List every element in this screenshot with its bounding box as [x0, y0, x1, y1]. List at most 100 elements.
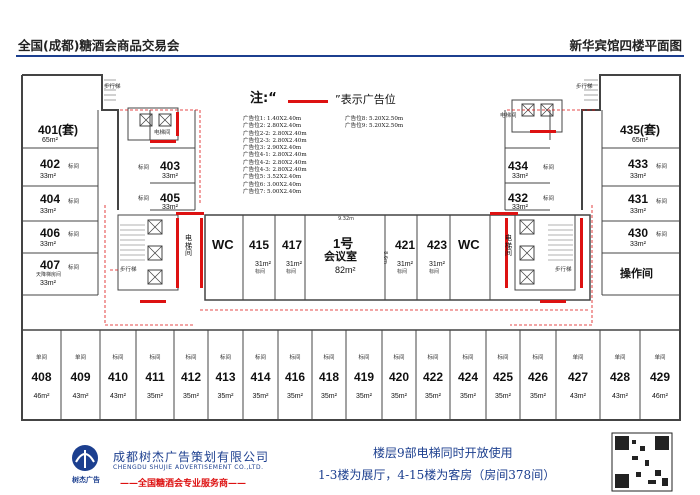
room-402-type: 标间 [68, 164, 80, 170]
room-411-area: 35m² [147, 393, 163, 400]
floor-plan-title: 新华宾馆四楼平面图 [569, 38, 682, 53]
room-419-area: 35m² [356, 393, 372, 400]
left-elevator-label: 电梯间 [185, 234, 192, 258]
room-403-number: 403 [160, 159, 181, 173]
room-423-area: 31m² [429, 261, 445, 268]
legend-item-8: 广告位5: 3.52X2.40m [243, 174, 302, 181]
right-top-stairs-label: 步行梯 [576, 84, 593, 90]
room-407-note: 天降梯房间 [36, 272, 62, 278]
header-rule [16, 55, 684, 57]
room-423-number: 423 [427, 238, 448, 252]
legend-item-4: 广告位3: 2.90X2.40m [243, 145, 302, 152]
room-411-number: 411 [145, 370, 165, 384]
room-409-area: 43m² [72, 393, 89, 400]
room-430-area: 33m² [630, 241, 646, 248]
room-421-number: 421 [395, 238, 416, 252]
room-408-area: 46m² [33, 393, 50, 400]
room-415-number: 415 [249, 238, 270, 252]
room-434-area: 33m² [512, 173, 528, 180]
wc-right: WC [458, 237, 480, 252]
left-top-elevator-label: 电梯间 [154, 130, 171, 136]
room-402-number: 402 [40, 157, 61, 171]
room-414-number: 414 [250, 370, 271, 384]
company-name: 成都树杰广告策划有限公司 [113, 450, 270, 464]
floor-usage-note: 1-3楼为展厅，4-15楼为客房（房间378间） [318, 468, 556, 482]
room-430-type: 标间 [656, 232, 668, 238]
room-419-type: 标间 [358, 355, 370, 361]
legend-item-6: 广告位4-2: 2.80X2.40m [243, 159, 307, 166]
room-434-number: 434 [508, 159, 529, 173]
room-430-number: 430 [628, 226, 649, 240]
meeting-room-number: 1号 [333, 236, 354, 251]
room-419-number: 419 [353, 370, 375, 384]
room-424-type: 标间 [462, 355, 474, 361]
wc-left: WC [212, 237, 234, 252]
room-409-number: 409 [70, 370, 91, 384]
legend-item-5: 广告位4-1: 2.80X2.40m [243, 152, 307, 159]
room-414-area: 35m² [252, 393, 269, 400]
room-410-area: 43m² [110, 393, 126, 400]
room-409-type: 单间 [74, 355, 86, 361]
room-425-area: 35m² [495, 393, 511, 400]
room-428-number: 428 [609, 370, 631, 384]
room-427-number: 427 [567, 370, 589, 384]
room-410-number: 410 [107, 370, 129, 384]
room-412-type: 标间 [185, 355, 197, 361]
room-417-type: 标间 [286, 269, 297, 275]
room-405-number: 405 [160, 191, 181, 205]
room-403-type: 标间 [138, 165, 150, 171]
room-418-type: 标间 [323, 355, 335, 361]
room-413-number: 413 [215, 370, 236, 384]
room-425-type: 标间 [497, 355, 509, 361]
legend-item-3: 广告位2-3: 2.80X2.40m [243, 137, 307, 144]
company-logo [72, 445, 98, 471]
room-418-area: 35m² [321, 393, 337, 400]
room-429-area: 46m² [652, 393, 668, 400]
room-435-area: 65m² [632, 137, 648, 144]
room-407-number: 407 [40, 258, 61, 272]
room-405-type: 标间 [138, 196, 150, 202]
room-429-type: 单间 [654, 355, 666, 361]
room-413-area: 35m² [217, 393, 234, 400]
room-406-area: 33m² [40, 241, 56, 248]
room-408-type: 单间 [35, 355, 47, 361]
legend-item-b-0: 广告位8: 5.20X2.50m [345, 116, 404, 122]
legend-item-9: 广告位6: 3.00X2.40m [243, 181, 302, 188]
room-415-area: 31m² [255, 261, 271, 268]
room-401-number: 401(套) [38, 123, 79, 137]
room-410-type: 标间 [112, 355, 124, 361]
left-stairs-label: 步行梯 [120, 267, 137, 273]
room-407-type: 标间 [68, 265, 80, 271]
legend-item-2: 广告位2-2: 2.80X2.40m [243, 130, 307, 137]
room-422-type: 标间 [427, 355, 439, 361]
room-416-area: 35m² [287, 393, 303, 400]
room-431-area: 33m² [630, 208, 646, 215]
meeting-width-dim: 9.32m [338, 216, 355, 222]
room-413-type: 标间 [219, 355, 231, 361]
room-424-area: 35m² [460, 393, 476, 400]
room-420-number: 420 [388, 370, 410, 384]
room-435-number: 435(套) [620, 123, 661, 137]
room-406-number: 406 [40, 226, 61, 240]
room-405-area: 33m² [162, 204, 178, 211]
room-412-number: 412 [180, 370, 202, 384]
legend-item-1: 广告位2: 2.80X2.40m [243, 123, 302, 130]
room-431-type: 标间 [656, 199, 668, 205]
left-top-stairs-label: 步行梯 [104, 84, 121, 90]
room-406-type: 标间 [68, 232, 80, 238]
meeting-height-dim: 8.6m [381, 251, 388, 264]
room-427-type: 单间 [572, 355, 584, 361]
room-427-area: 43m² [570, 393, 586, 400]
room-411-type: 标间 [149, 355, 161, 361]
page-header: 全国(成都)糖酒会商品交易会 新华宾馆四楼平面图 [0, 0, 700, 60]
room-433-type: 标间 [656, 164, 668, 170]
room-407-area: 33m² [40, 280, 56, 287]
company-slogan: ——全国糖酒会专业服务商—— [120, 479, 247, 489]
room-426-number: 426 [527, 370, 549, 384]
room-424-number: 424 [457, 370, 479, 384]
right-elevator-label: 电梯间 [505, 234, 512, 258]
legend-note-prefix: 注:“ [250, 91, 277, 106]
room-421-type: 标间 [397, 269, 408, 275]
legend-item-10: 广告位7: 5.00X2.40m [243, 188, 302, 195]
